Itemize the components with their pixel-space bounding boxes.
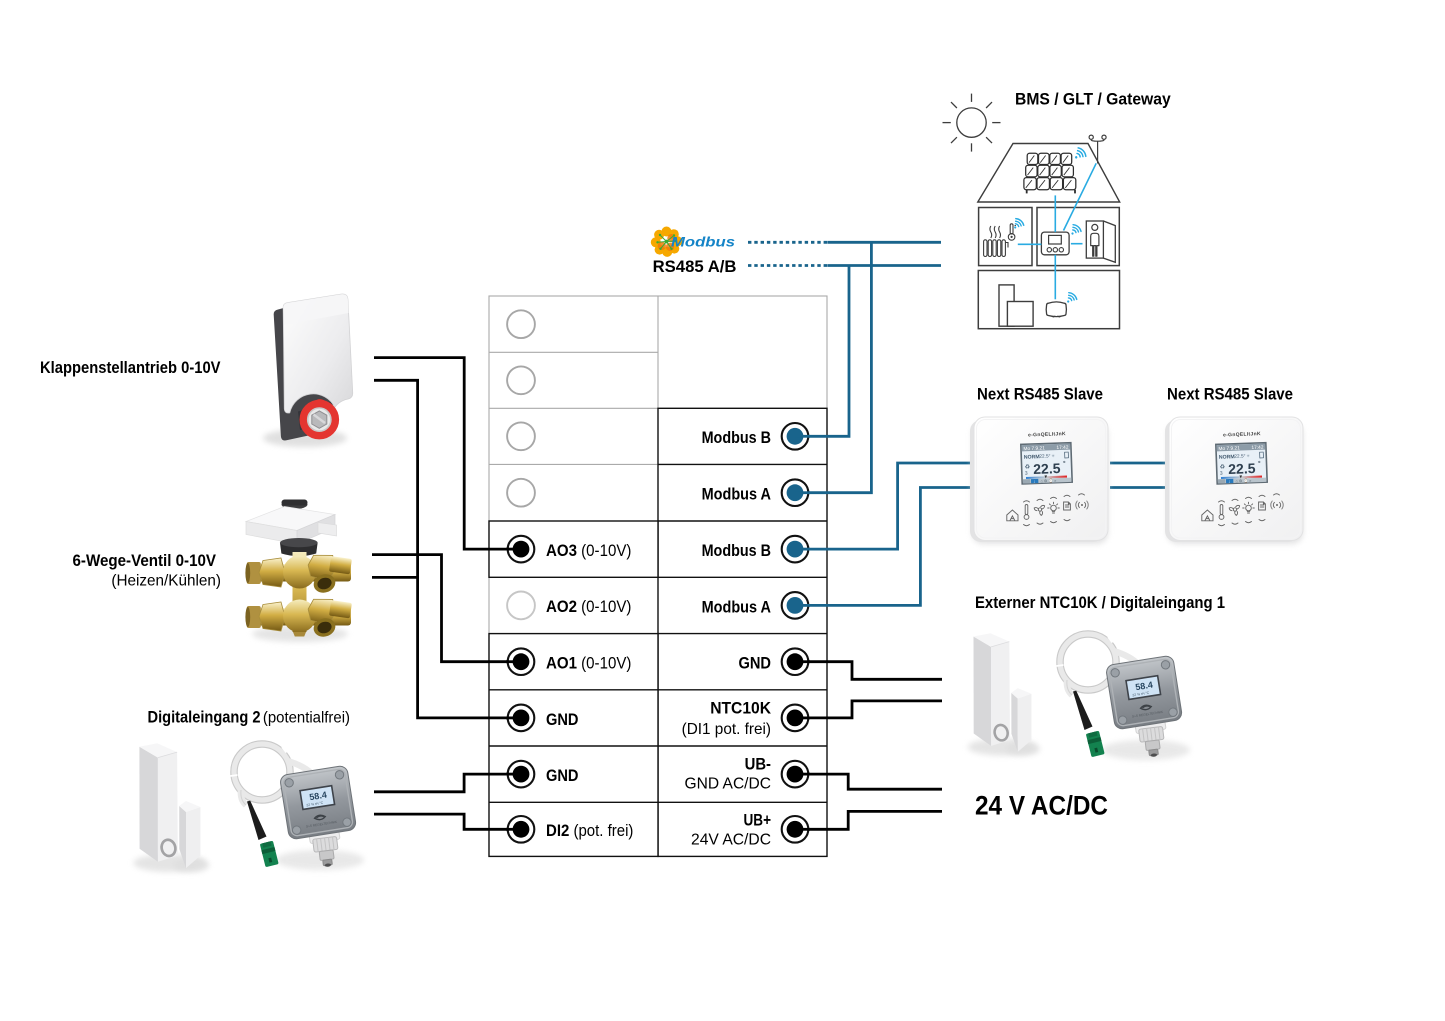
svg-text:AO1 (0-10V): AO1 (0-10V) (546, 654, 631, 673)
svg-text:(potentialfrei): (potentialfrei) (263, 710, 350, 727)
svg-text:Modbus A: Modbus A (702, 485, 771, 504)
svg-text:UB+: UB+ (744, 811, 772, 830)
svg-text:BMS / GLT / Gateway: BMS / GLT / Gateway (1015, 89, 1171, 108)
svg-text:AO3 (0-10V): AO3 (0-10V) (546, 541, 631, 560)
svg-text:24 V AC/DC: 24 V AC/DC (975, 791, 1108, 821)
svg-text:6-Wege-Ventil 0-10V: 6-Wege-Ventil 0-10V (73, 551, 217, 570)
svg-text:GND: GND (546, 766, 579, 785)
svg-text:Klappenstellantrieb 0-10V: Klappenstellantrieb 0-10V (40, 358, 221, 377)
svg-text:GND: GND (546, 710, 579, 729)
svg-text:DI2 (pot. frei): DI2 (pot. frei) (546, 821, 633, 840)
svg-text:Modbus B: Modbus B (702, 541, 771, 560)
svg-text:Next RS485 Slave: Next RS485 Slave (1167, 385, 1293, 404)
svg-text:Modbus A: Modbus A (702, 597, 771, 616)
svg-text:GND: GND (739, 654, 772, 673)
svg-text:(Heizen/Kühlen): (Heizen/Kühlen) (111, 573, 221, 590)
svg-text:UB-: UB- (745, 755, 771, 774)
svg-text:NTC10K: NTC10K (710, 698, 771, 717)
svg-text:GND AC/DC: GND AC/DC (685, 776, 772, 793)
svg-text:Modbus: Modbus (671, 235, 736, 250)
svg-text:(DI1 pot. frei): (DI1 pot. frei) (682, 721, 771, 738)
svg-text:Externer NTC10K / Digitaleinga: Externer NTC10K / Digitaleingang 1 (975, 593, 1225, 612)
svg-text:AO2 (0-10V): AO2 (0-10V) (546, 597, 631, 616)
svg-text:RS485 A/B: RS485 A/B (653, 257, 737, 276)
svg-text:Modbus B: Modbus B (702, 428, 771, 447)
svg-text:24V AC/DC: 24V AC/DC (691, 832, 771, 849)
svg-text:Digitaleingang 2: Digitaleingang 2 (148, 708, 261, 727)
svg-text:Next RS485 Slave: Next RS485 Slave (977, 385, 1103, 404)
